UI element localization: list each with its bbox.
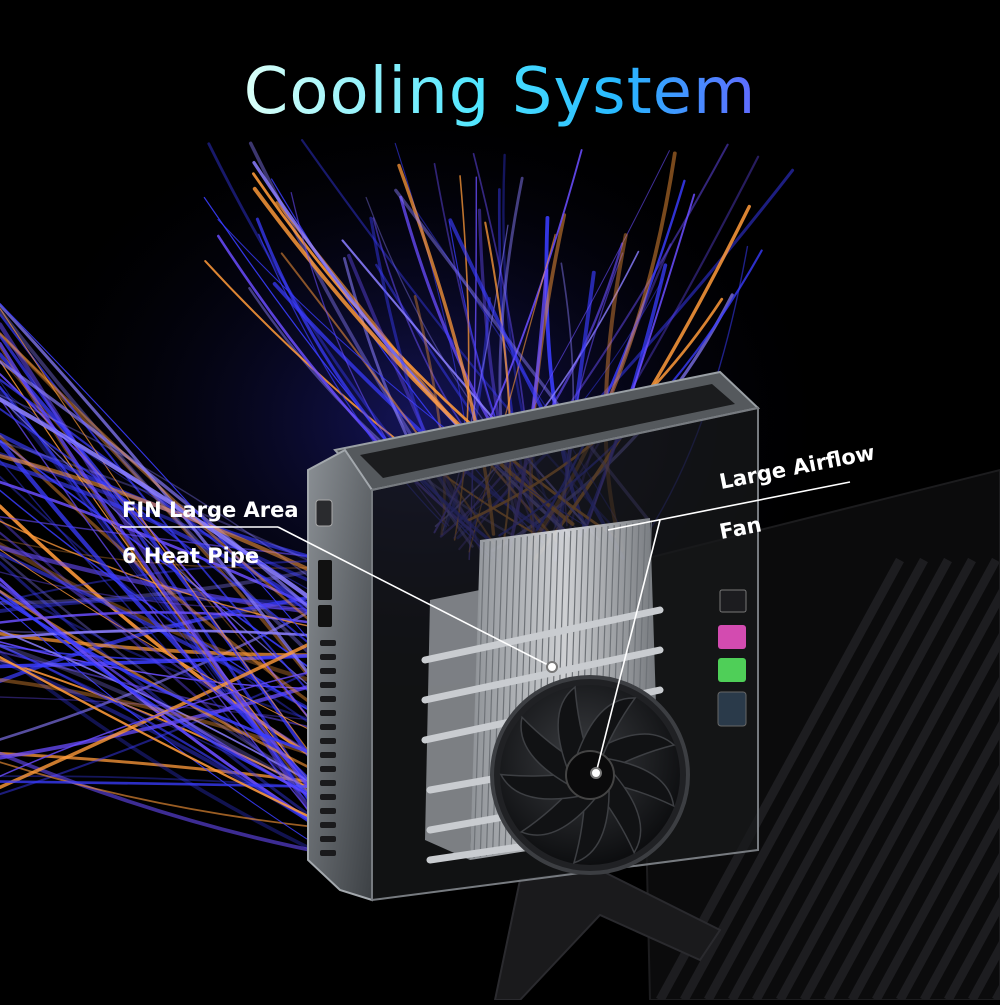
airflow-streak	[0, 489, 347, 733]
side-vent-slot	[320, 654, 336, 660]
airflow-streak	[0, 459, 332, 827]
airflow-streak	[0, 596, 337, 741]
airflow-streak	[0, 650, 358, 872]
side-vent-slot	[320, 696, 336, 702]
side-vent-slot	[320, 836, 336, 842]
side-vent-slot	[320, 724, 336, 730]
airflow-streak	[0, 396, 357, 727]
heat-pipe-label: 6 Heat Pipe	[122, 544, 260, 568]
airflow-streak	[0, 360, 337, 633]
fin-line	[473, 541, 485, 859]
vent-line	[776, 587, 1000, 1003]
airflow-streak	[0, 551, 357, 737]
airflow-streak	[0, 434, 342, 726]
side-vent-slot	[320, 794, 336, 800]
fan-blade	[574, 697, 637, 766]
side-vent-slot	[320, 822, 336, 828]
side-vent-slot	[320, 640, 336, 646]
side-vent-slot	[320, 850, 336, 856]
fan	[490, 675, 690, 875]
side-vent-slot	[320, 668, 336, 674]
airflow-streak	[0, 397, 339, 620]
airflow-streak	[0, 439, 348, 817]
side-vent-slot	[320, 780, 336, 786]
airflow-streak	[0, 307, 338, 790]
side-vent-slot	[320, 710, 336, 716]
airflow-streak	[0, 582, 348, 818]
vent-line	[800, 631, 1000, 1003]
airflow-streak	[0, 518, 348, 825]
rear-io-ports	[717, 589, 747, 727]
callout-lines	[120, 481, 851, 779]
vent-line	[824, 675, 1000, 1003]
side-vent-slot	[320, 766, 336, 772]
airflow-streak	[0, 652, 350, 796]
airflow-streak	[0, 385, 349, 856]
fin-line	[479, 541, 491, 857]
vent-line	[944, 895, 1000, 1003]
vent-line	[896, 807, 1000, 1003]
airflow-streak	[0, 561, 349, 605]
airflow-streak	[0, 643, 335, 809]
airflow-streak	[0, 584, 355, 734]
airflow-streak	[0, 475, 345, 747]
side-vent-slot	[320, 752, 336, 758]
vent-line	[728, 557, 976, 1003]
side-vent-slot	[320, 682, 336, 688]
airflow-streak	[0, 322, 334, 846]
airflow-streak	[0, 596, 351, 614]
vent-line	[680, 557, 928, 1003]
side-vent-slot	[320, 808, 336, 814]
vent-line	[920, 851, 1000, 1003]
side-vent-slot	[320, 738, 336, 744]
vent-line	[848, 719, 1000, 1003]
page-title: Cooling System	[0, 55, 1000, 129]
airflow-streak	[0, 407, 352, 679]
airflow-streak	[0, 357, 355, 772]
airflow-streak	[0, 397, 361, 874]
airflow-streak	[0, 332, 351, 656]
airflow-streak	[0, 656, 332, 829]
fin-large-area-label: FIN Large Area	[122, 498, 299, 522]
airflow-streak	[0, 751, 336, 857]
airflow-streak	[0, 622, 353, 790]
vent-line	[872, 763, 1000, 1003]
vent-line	[704, 557, 952, 1003]
airflow-streak	[0, 303, 348, 685]
fin-line	[485, 540, 497, 856]
vent-line	[752, 557, 1000, 1003]
airflow-streak	[0, 601, 348, 866]
airflow-streak	[0, 661, 354, 777]
airflow-streak	[0, 352, 342, 804]
